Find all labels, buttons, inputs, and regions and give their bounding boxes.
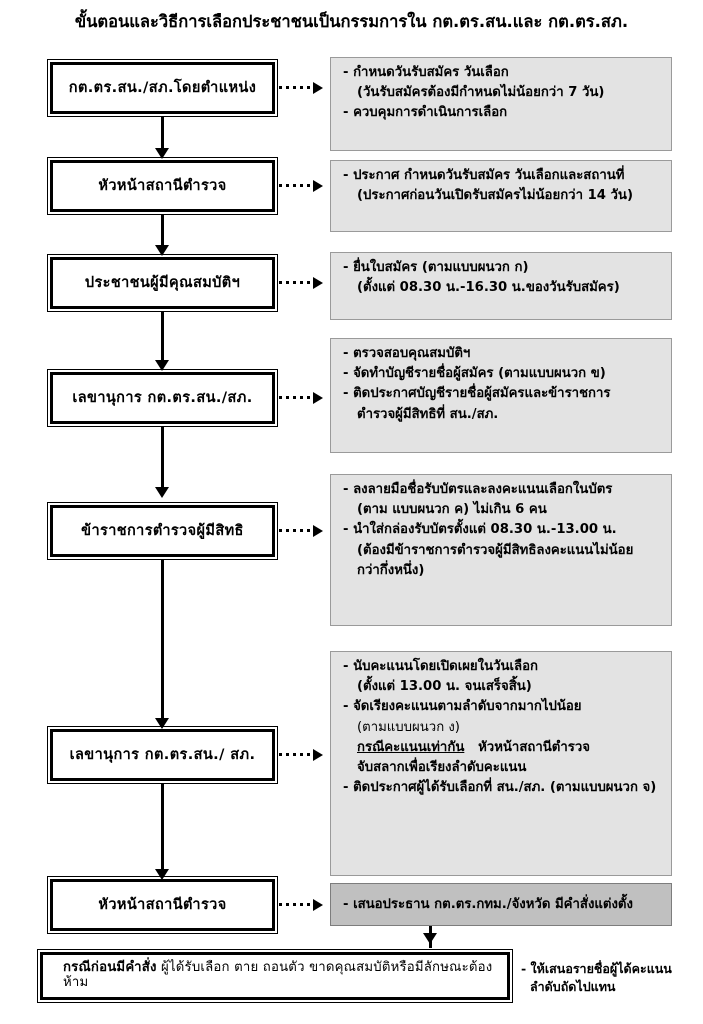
process-label-step-7: หัวหน้าสถานีตำรวจ [98,896,227,913]
description-line: - จัดเรียงคะแนนตามลำดับจากมากไปน้อย [343,699,582,715]
description-line: - ลงลายมือชื่อรับบัตรและลงคะแนนเลือกในบั… [343,482,613,497]
description-box-step-6: - นับคะแนนโดยเปิดเผยในวันเลือก (ตั้งแต่ … [330,651,672,876]
description-box-step-3: - ยื่นใบสมัคร (ตามแบบผนวก ก) (ตั้งแต่ 08… [330,252,672,320]
description-line: - ควบคุมการดำเนินการเลือก [343,105,508,121]
connector-dotted-7 [279,903,315,906]
description-line: (วันรับสมัครต้องมีกำหนดไม่น้อยกว่า 7 วัน… [357,85,605,101]
flow-arrowhead-6-7 [155,869,169,880]
flow-connector-1-2 [161,117,164,150]
connector-arrowhead-6 [313,749,323,761]
flow-connector-5-6 [161,560,164,720]
process-box-step-5[interactable]: ข้าราชการตำรวจผู้มีสิทธิ [47,502,278,560]
page-title: ขั้นตอนและวิธีการเลือกประชาชนเป็นกรรมการ… [74,12,629,31]
result-box[interactable]: กรณีก่อนมีคำสั่ง ผู้ได้รับเลือก ตาย ถอนต… [37,949,513,1003]
description-line: - ยื่นใบสมัคร (ตามแบบผนวก ก) [343,260,529,275]
description-line: - กำหนดวันรับสมัคร วันเลือก [343,65,509,80]
description-line: (ตาม แบบผนวก ค) ไม่เกิน 6 คน [357,502,547,518]
description-line: - เสนอประธาน กต.ตร.กทม./จังหวัด มีคำสั่ง… [343,896,633,912]
process-box-step-4[interactable]: เลขานุการ กต.ตร.สน./สภ. [47,369,278,427]
description-line: - ตรวจสอบคุณสมบัติฯ [343,346,471,361]
process-label-step-2: หัวหน้าสถานีตำรวจ [98,177,227,194]
result-box-text: กรณีก่อนมีคำสั่ง ผู้ได้รับเลือก ตาย ถอนต… [63,961,507,990]
description-line: - ติดประกาศผู้ได้รับเลือกที่ สน./สภ. (ตา… [343,780,657,796]
result-box-lead: กรณีก่อนมีคำสั่ง [63,960,157,976]
connector-dotted-1 [279,86,315,89]
flow-connector-2-3 [161,215,164,247]
flow-arrowhead-3-4 [155,360,169,371]
description-box-step-7: - เสนอประธาน กต.ตร.กทม./จังหวัด มีคำสั่ง… [330,883,672,926]
connector-arrowhead-4 [313,392,323,404]
description-line: (ต้องมีข้าราชการตำรวจผู้มีสิทธิลงคะแนนไม… [357,542,634,558]
process-label-step-4: เลขานุการ กต.ตร.สน./สภ. [72,389,253,406]
description-box-step-2: - ประกาศ กำหนดวันรับสมัคร วันเลือกและสถา… [330,160,672,232]
result-side-note-line-1: - ให้เสนอรายชื่อผู้ได้คะแนน [521,961,672,976]
flow-arrowhead-1-2 [155,148,169,159]
flow-arrowhead-2-3 [155,245,169,256]
process-label-step-3: ประชาชนผู้มีคุณสมบัติฯ [84,274,241,291]
connector-dotted-4 [279,396,315,399]
description-line: จับสลากเพื่อเรียงลำดับคะแนน [357,760,527,776]
connector-dotted-5 [279,529,315,532]
description-line: (ตามแบบผนวก ง) [357,719,460,735]
flow-connector-4-5 [161,427,164,489]
connector-dotted-3 [279,281,315,284]
description-line: - จัดทำบัญชีรายชื่อผู้สมัคร (ตามแบบผนวก … [343,366,606,382]
flow-arrowhead-5-6 [155,718,169,729]
description-box-step-5: - ลงลายมือชื่อรับบัตรและลงคะแนนเลือกในบั… [330,474,672,626]
flow-arrowhead-7-result [423,933,437,944]
tie-case-underlined-text: กรณีคะแนนเท่ากัน [357,739,465,755]
description-line: - ประกาศ กำหนดวันรับสมัคร วันเลือกและสถา… [343,168,625,183]
connector-arrowhead-2 [313,180,323,192]
connector-arrowhead-7 [313,899,323,911]
result-side-note: - ให้เสนอรายชื่อผู้ได้คะแนน ลำดับถัดไปแท… [521,960,672,996]
description-box-step-1: - กำหนดวันรับสมัคร วันเลือก (วันรับสมัคร… [330,57,672,151]
process-label-step-6: เลขานุการ กต.ตร.สน./ สภ. [69,746,256,763]
connector-arrowhead-1 [313,82,323,94]
description-line: - ติดประกาศบัญชีรายชื่อผู้สมัครและข้าราช… [343,386,611,402]
connector-dotted-6 [279,753,315,756]
connector-dotted-2 [279,184,315,187]
flow-arrowhead-4-5 [155,487,169,498]
description-line: ตำรวจผู้มีสิทธิที่ สน./สภ. [357,406,499,422]
process-box-step-1[interactable]: กต.ตร.สน./สภ.โดยตำแหน่ง [47,59,278,117]
description-line-tie-case: กรณีคะแนนเท่ากัน หัวหน้าสถานีตำรวจ [357,739,590,755]
description-line: (ประกาศก่อนวันเปิดรับสมัครไม่น้อยกว่า 14… [357,188,633,204]
description-line: - นับคะแนนโดยเปิดเผยในวันเลือก [343,659,539,674]
flow-connector-6-7 [161,784,164,871]
process-box-step-7[interactable]: หัวหน้าสถานีตำรวจ [47,876,278,934]
description-line: กว่ากึ่งหนึ่ง) [357,562,425,578]
description-box-step-4: - ตรวจสอบคุณสมบัติฯ - จัดทำบัญชีรายชื่อผ… [330,338,672,453]
connector-arrowhead-5 [313,525,323,537]
description-line: (ตั้งแต่ 13.00 น. จนเสร็จสิ้น) [357,679,532,695]
description-line: - นำใส่กล่องรับบัตรตั้งแต่ 08.30 น.-13.0… [343,522,617,538]
process-box-step-3[interactable]: ประชาชนผู้มีคุณสมบัติฯ [47,254,278,312]
result-side-note-line-2: ลำดับถัดไปแทน [530,979,616,995]
process-box-step-6[interactable]: เลขานุการ กต.ตร.สน./ สภ. [47,726,278,784]
process-box-step-2[interactable]: หัวหน้าสถานีตำรวจ [47,157,278,215]
connector-arrowhead-3 [313,277,323,289]
flow-connector-3-4 [161,312,164,362]
result-box-rest: ผู้ได้รับเลือก ตาย ถอนตัว ขาดคุณสมบัติหร… [63,960,493,990]
process-label-step-5: ข้าราชการตำรวจผู้มีสิทธิ [81,522,244,539]
description-line: (ตั้งแต่ 08.30 น.-16.30 น.ของวันรับสมัคร… [357,280,620,296]
process-label-step-1: กต.ตร.สน./สภ.โดยตำแหน่ง [68,79,257,96]
